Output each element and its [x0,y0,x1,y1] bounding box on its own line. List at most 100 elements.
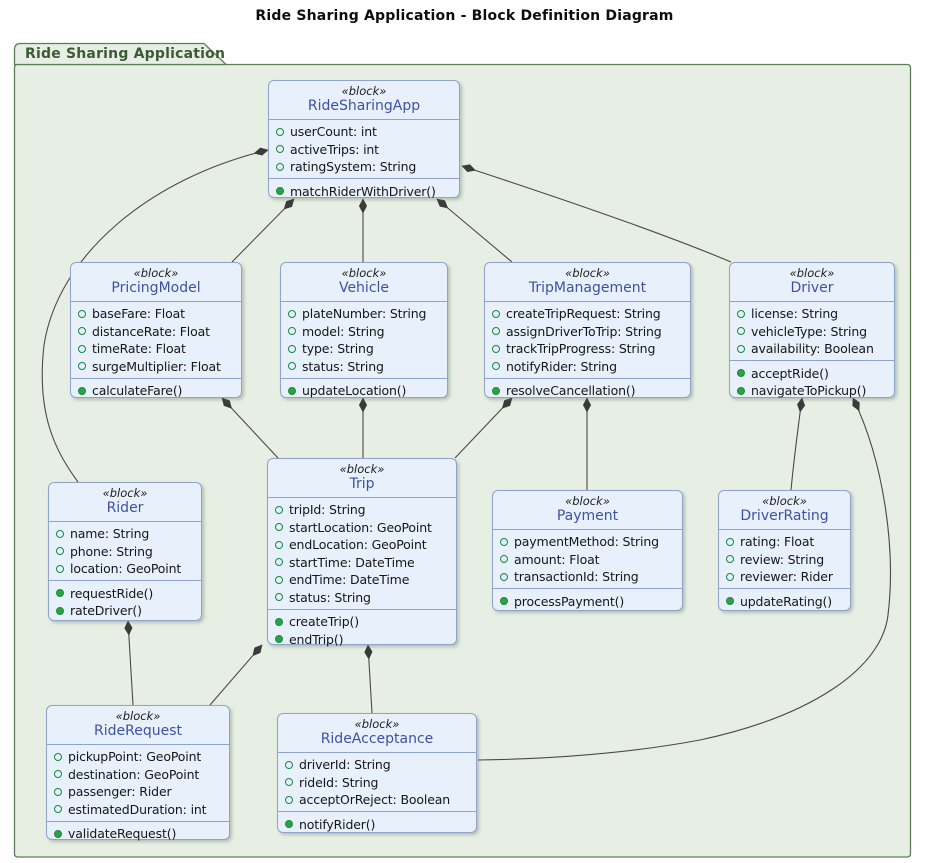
attribute-label: activeTrips: int [290,141,379,157]
attribute-label: transactionId: String [514,569,639,585]
attribute-label: reviewer: Rider [740,569,833,585]
edge-driver-driverrating [790,398,802,491]
field-visibility-icon [54,787,62,796]
attribute-row: availability: Boolean [737,340,888,358]
attribute-row: vehicleType: String [737,322,888,340]
method-visibility-icon [737,369,745,378]
field-visibility-icon [275,575,283,584]
operation-compartment: updateRating() [719,589,850,613]
operation-label: createTrip() [289,614,359,630]
block-stereotype: «block» [354,717,400,731]
attribute-label: pickupPoint: GeoPoint [68,749,202,765]
operation-row: validateRequest() [54,825,223,843]
method-visibility-icon [78,386,86,395]
field-visibility-icon [275,593,283,602]
attribute-row: activeTrips: int [276,140,453,158]
method-visibility-icon [276,187,284,196]
block-stereotype: «block» [133,266,179,280]
field-visibility-icon [275,540,283,549]
attribute-label: endTime: DateTime [289,572,410,588]
operation-compartment: notifyRider() [278,812,476,836]
operation-compartment: acceptRide()navigateToPickup() [730,361,894,402]
edge-trip-rideacceptance [368,645,373,714]
attribute-row: timeRate: Float [78,340,235,358]
attribute-row: ratingSystem: String [276,158,453,176]
block-header: «block»Trip [268,459,456,498]
attribute-row: name: String [56,525,195,543]
field-visibility-icon [78,309,86,318]
block-header: «block»RideAcceptance [278,714,476,753]
edge-trip-riderequest [209,645,262,706]
field-visibility-icon [737,327,745,336]
attribute-label: plateNumber: String [302,306,427,322]
attribute-row: transactionId: String [500,568,676,586]
operation-row: updateRating() [726,592,844,610]
attribute-label: paymentMethod: String [514,534,659,550]
operation-label: requestRide() [70,585,154,601]
field-visibility-icon [492,309,500,318]
operation-row: notifyRider() [285,815,470,833]
method-visibility-icon [726,597,734,606]
attribute-label: driverId: String [299,757,391,773]
attribute-row: distanceRate: Float [78,322,235,340]
block-name: RideAcceptance [320,731,434,748]
attribute-label: type: String [302,341,374,357]
block-name: Trip [349,476,375,493]
attribute-row: status: String [288,357,441,375]
edge-rider-riderequest [128,621,134,706]
field-visibility-icon [275,558,283,567]
attribute-row: estimatedDuration: int [54,800,223,818]
block-header: «block»Vehicle [281,263,447,302]
attribute-label: status: String [289,589,371,605]
block-name: Rider [106,500,144,517]
field-visibility-icon [275,505,283,514]
package-tab [13,42,228,66]
block-stereotype: «block» [565,266,610,280]
operation-compartment: processPayment() [493,589,682,613]
attribute-row: review: String [726,550,844,568]
field-visibility-icon [276,145,284,154]
field-visibility-icon [285,778,293,787]
block-stereotype: «block» [341,84,387,98]
field-visibility-icon [56,529,64,538]
operation-label: navigateToPickup() [751,383,867,399]
package-tab-label: Ride Sharing Application [25,46,226,62]
field-visibility-icon [500,572,508,581]
attribute-label: surgeMultiplier: Float [92,358,221,374]
field-visibility-icon [492,327,500,336]
field-visibility-icon [54,752,62,761]
attribute-row: reviewer: Rider [726,568,844,586]
field-visibility-icon [275,523,283,532]
block-stereotype: «block» [565,494,610,508]
operation-label: processPayment() [514,593,625,609]
block-header: «block»DriverRating [719,491,850,530]
operation-row: endTrip() [275,630,450,648]
attribute-row: tripId: String [275,501,450,519]
block-name: TripManagement [528,280,647,297]
block-name: DriverRating [740,508,829,525]
field-visibility-icon [737,309,745,318]
attribute-label: notifyRider: String [506,358,617,374]
block-name: RideSharingApp [307,98,421,115]
block-header: «block»Rider [49,483,201,522]
method-visibility-icon [275,617,283,626]
attribute-label: amount: Float [514,551,600,567]
operation-label: rateDriver() [70,603,142,619]
attribute-label: passenger: Rider [68,784,172,800]
edge-ridesharingapp-tripmanagement [437,198,513,263]
attribute-row: endTime: DateTime [275,571,450,589]
operation-label: updateRating() [740,593,832,609]
attribute-label: name: String [70,526,150,542]
field-visibility-icon [285,760,293,769]
attribute-label: startLocation: GeoPoint [289,519,432,535]
operation-compartment: matchRiderWithDriver() [269,179,459,203]
